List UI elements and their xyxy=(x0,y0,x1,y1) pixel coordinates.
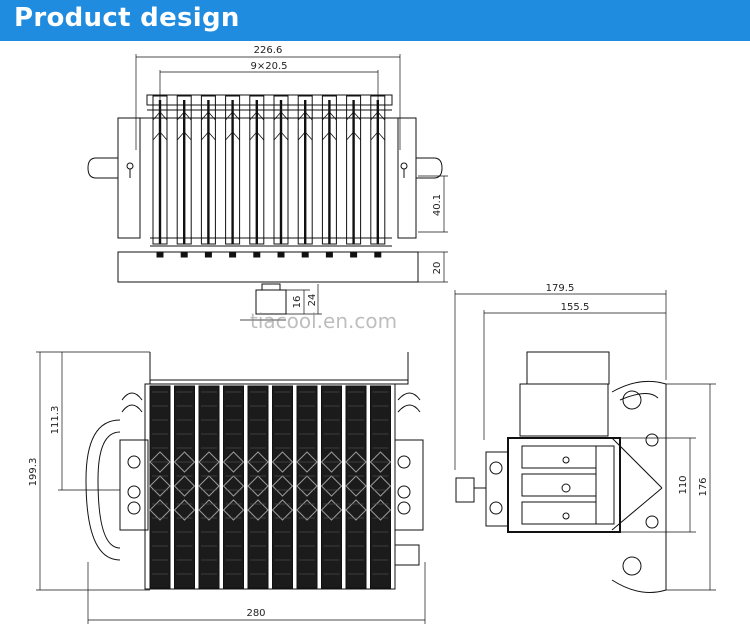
fin-mesh xyxy=(198,475,220,497)
fin-column xyxy=(174,385,195,589)
dim-top-base: 20 xyxy=(432,262,443,275)
watermark: tiacool.en.com xyxy=(250,309,397,333)
fin-column xyxy=(223,385,244,589)
dim-side-height-total: 176 xyxy=(698,477,709,496)
fin-mesh xyxy=(369,475,392,497)
dim-top-pitch: 9×20.5 xyxy=(250,61,287,72)
dim-front-width: 280 xyxy=(246,608,265,619)
fin-column xyxy=(345,385,367,589)
header-banner: Product design xyxy=(0,0,750,41)
tube-fin-mark xyxy=(152,111,168,141)
tube-fin-mark xyxy=(176,111,192,141)
tube-foot xyxy=(350,251,358,258)
fin-mesh xyxy=(149,451,171,473)
fin-mesh xyxy=(320,451,343,473)
fin-column xyxy=(296,385,318,589)
fin-mesh xyxy=(345,451,367,473)
dim-top-fit-a: 16 xyxy=(292,296,303,309)
dim-top-width: 226.6 xyxy=(254,45,283,56)
fin-mesh xyxy=(173,451,196,473)
tube-fin-mark xyxy=(322,111,337,141)
fin-column xyxy=(149,385,171,589)
fin-mesh xyxy=(345,475,367,497)
tube-fin-mark xyxy=(346,111,361,141)
front-view-fins xyxy=(149,385,392,589)
fin-mesh xyxy=(271,499,294,521)
dim-front-height-total: 199.3 xyxy=(28,458,39,487)
side-view xyxy=(454,290,716,593)
fin-mesh xyxy=(222,499,245,521)
dim-top-fit-b: 24 xyxy=(307,294,318,307)
tube-foot xyxy=(180,251,188,258)
fin-mesh xyxy=(198,451,220,473)
fin-mesh xyxy=(173,475,196,497)
top-view-tubes xyxy=(152,95,386,258)
tube-foot xyxy=(374,251,382,258)
fin-mesh xyxy=(247,499,269,521)
fin-mesh xyxy=(222,475,245,497)
dim-top-height-right: 40.1 xyxy=(432,194,443,216)
dim-front-height-inner: 111.3 xyxy=(50,406,61,435)
tube-fin-mark xyxy=(225,111,240,141)
fin-mesh xyxy=(320,475,343,497)
dim-side-width-total: 179.5 xyxy=(546,283,575,294)
tube-fin-mark xyxy=(249,111,265,141)
tube-foot xyxy=(229,251,237,258)
fin-mesh xyxy=(247,451,269,473)
tube-foot xyxy=(204,251,212,258)
fin-column xyxy=(272,385,293,589)
fin-mesh xyxy=(149,475,171,497)
tube-fin-mark xyxy=(297,111,313,141)
fin-mesh xyxy=(345,499,367,521)
page-title: Product design xyxy=(14,3,240,33)
fin-mesh xyxy=(320,499,343,521)
fin-mesh xyxy=(296,499,318,521)
tube-fin-mark xyxy=(370,111,386,141)
tube-fin-mark xyxy=(201,111,216,141)
fin-mesh xyxy=(222,451,245,473)
fin-mesh xyxy=(149,499,171,521)
tube-foot xyxy=(156,251,164,258)
fin-mesh xyxy=(296,451,318,473)
fin-mesh xyxy=(173,499,196,521)
fin-mesh xyxy=(369,451,392,473)
fin-column xyxy=(321,385,342,589)
tube-foot xyxy=(325,251,333,258)
fin-column xyxy=(247,385,269,589)
dim-side-width-inner: 155.5 xyxy=(561,302,590,313)
dim-side-height-inner: 110 xyxy=(678,475,689,494)
fin-mesh xyxy=(271,451,294,473)
tube-foot xyxy=(301,251,309,258)
front-view xyxy=(36,351,426,624)
fin-mesh xyxy=(198,499,220,521)
tube-foot xyxy=(277,251,285,258)
tube-foot xyxy=(253,251,261,258)
fin-column xyxy=(198,385,220,589)
fin-mesh xyxy=(271,475,294,497)
fin-mesh xyxy=(369,499,392,521)
top-view xyxy=(87,54,448,321)
tube-fin-mark xyxy=(273,111,289,141)
fin-mesh xyxy=(296,475,318,497)
fin-column xyxy=(370,385,391,589)
fin-mesh xyxy=(247,475,269,497)
